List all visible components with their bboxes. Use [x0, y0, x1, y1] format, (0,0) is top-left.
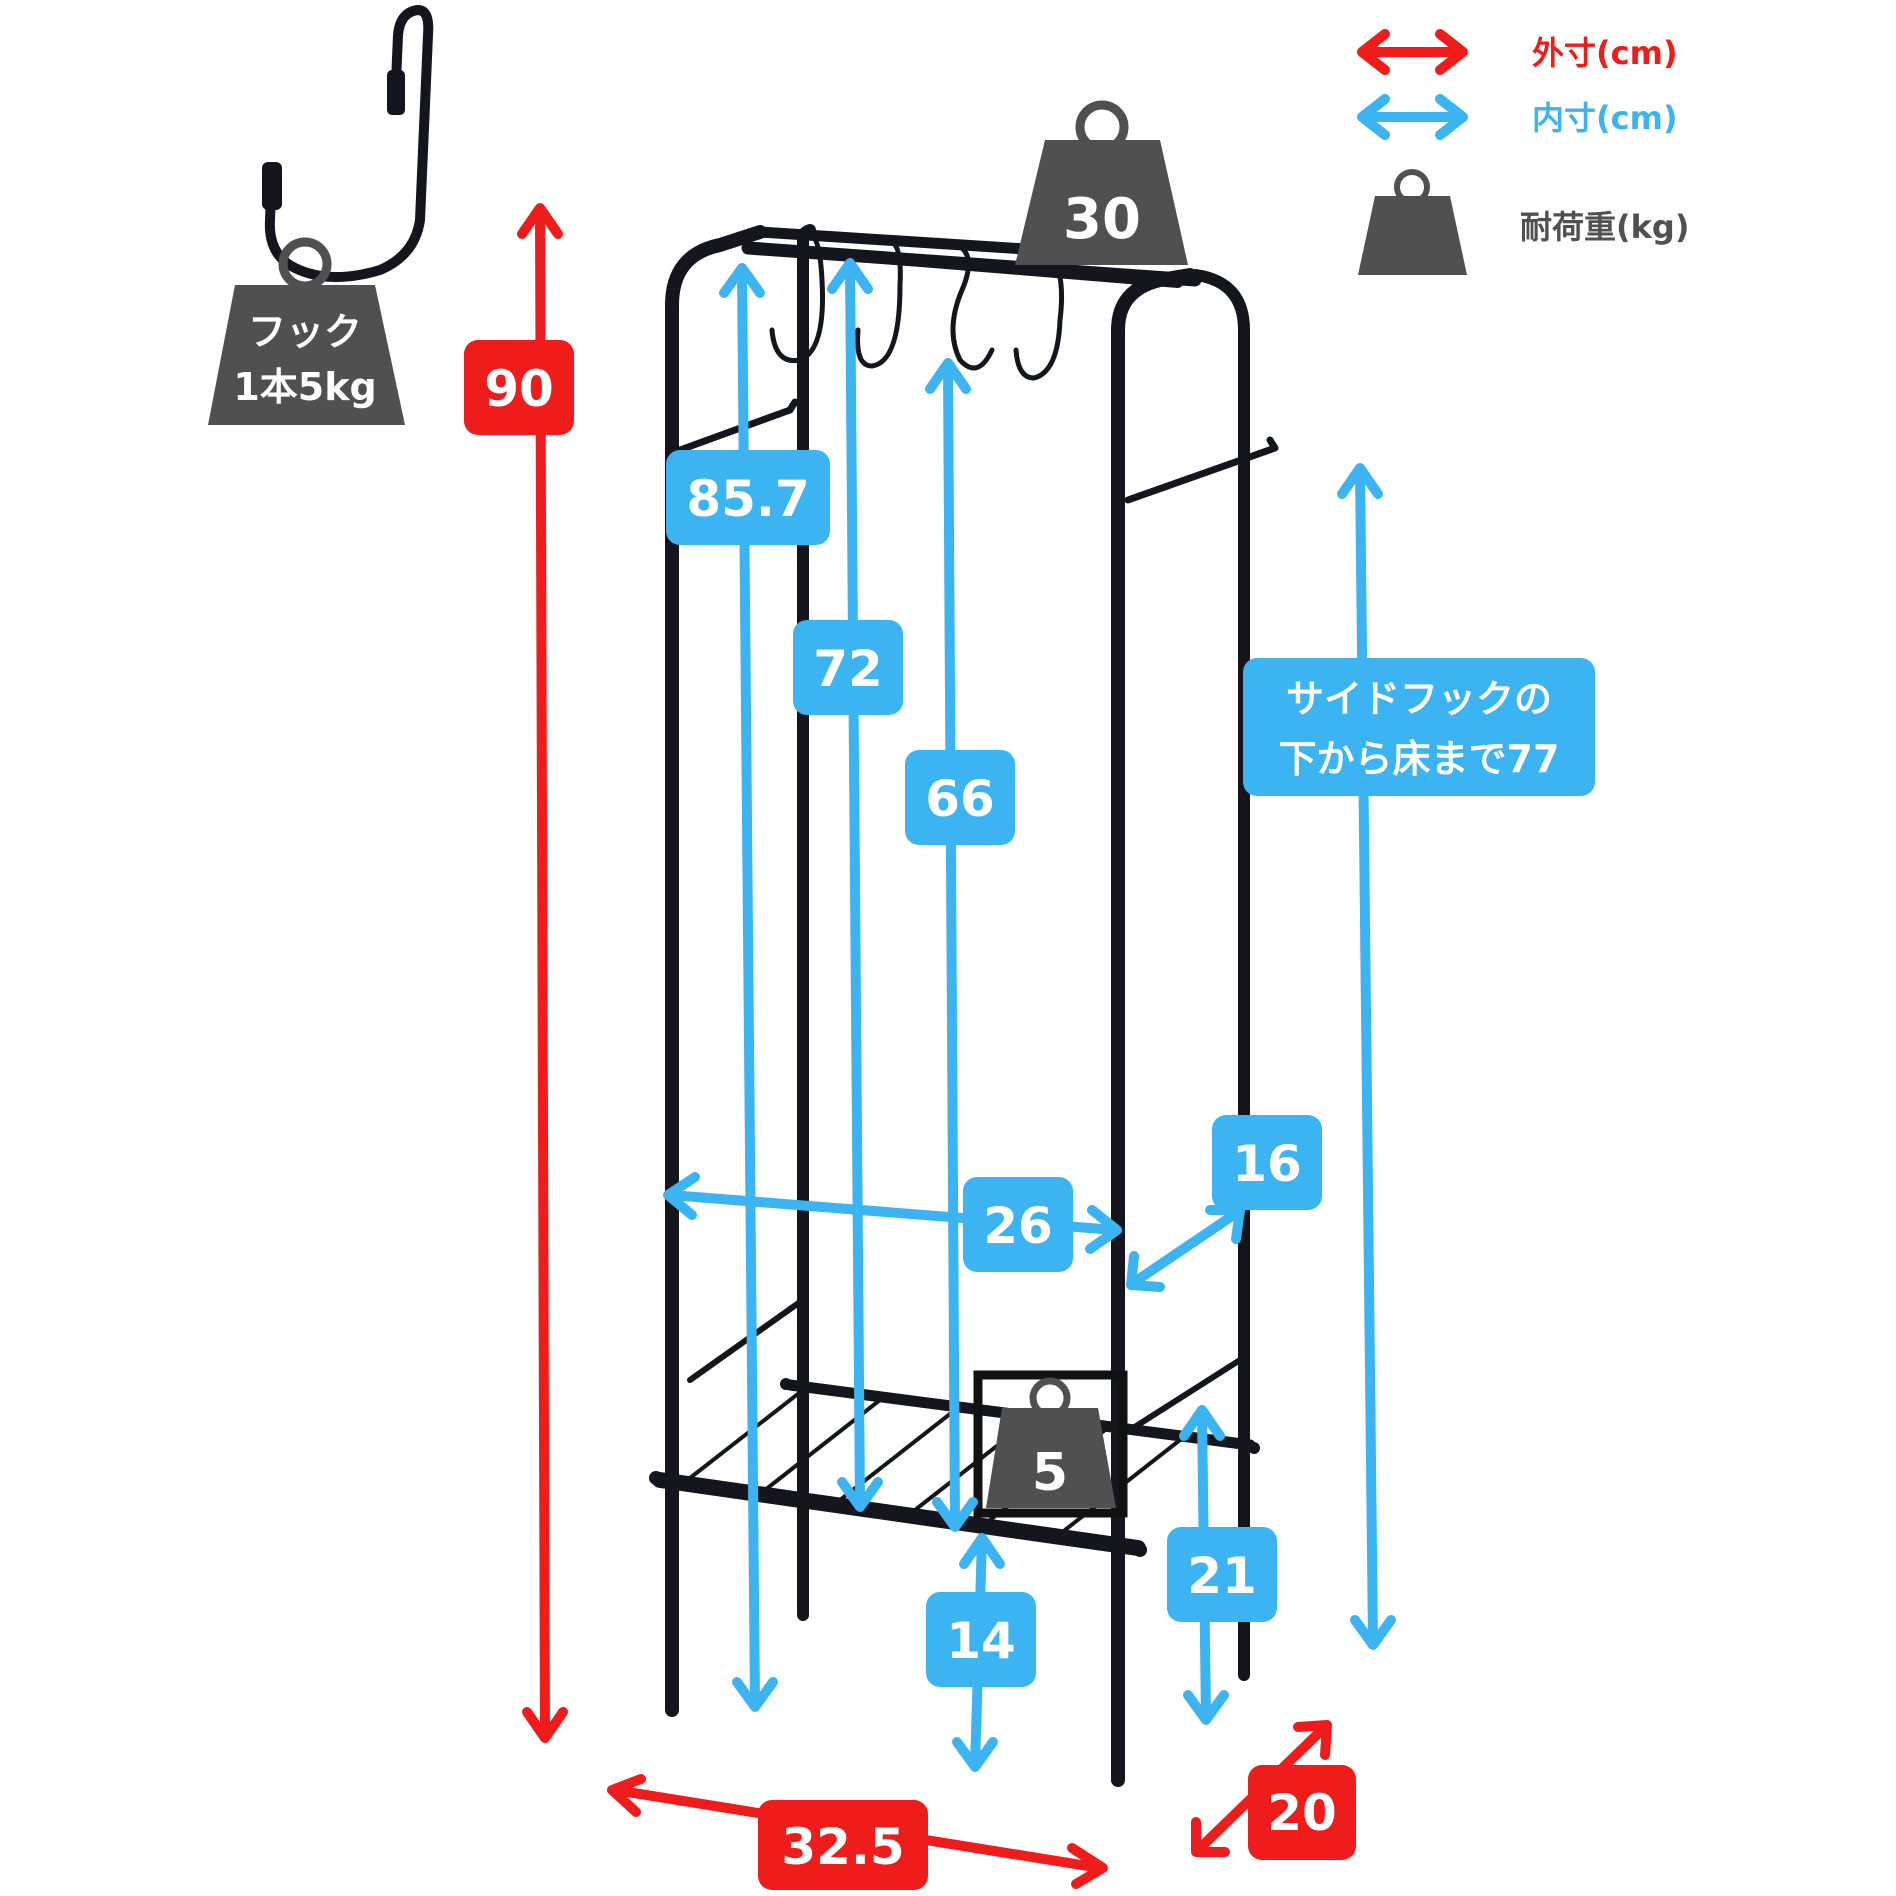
legend-inner-label: 内寸(cm) — [1532, 99, 1678, 137]
inner-side-hook-to-floor-dimension: サイドフックの 下から床まで77 — [1243, 463, 1595, 1650]
outer-depth-dimension: 20 — [1191, 1720, 1356, 1860]
inner-side-hook-note-line1: サイドフックの — [1286, 677, 1552, 721]
outer-height-value: 90 — [484, 360, 554, 418]
inner-width-value: 26 — [983, 1197, 1053, 1255]
inner-depth-dimension: 16 — [1126, 1115, 1322, 1292]
outer-height-dimension: 90 — [464, 203, 574, 1743]
inner-rail-to-floor-value: 85.7 — [686, 470, 809, 528]
legend-inner-arrow — [1357, 94, 1468, 140]
legend-load-label: 耐荷重(kg) — [1520, 208, 1689, 246]
inner-depth-value: 16 — [1232, 1135, 1302, 1193]
hook-badge-line2: 1本5kg — [233, 365, 376, 409]
outer-depth-value: 20 — [1267, 1784, 1337, 1842]
inner-shelf-to-floor-value: 14 — [946, 1612, 1016, 1670]
inner-lower-hook-to-shelf-value: 66 — [925, 770, 995, 828]
hook-load-badge: フック 1本5kg — [208, 237, 405, 425]
inner-rail-to-floor-dimension: 85.7 — [666, 263, 830, 1712]
top-load-value: 30 — [1063, 187, 1141, 252]
inner-top-hook-to-shelf-dimension: 72 — [793, 258, 903, 1512]
shelf-load-value: 5 — [1032, 1443, 1068, 1503]
inner-width-dimension: 26 — [663, 1172, 1122, 1272]
inner-lower-hook-to-shelf-dimension: 66 — [905, 358, 1015, 1532]
inner-shelf-to-floor-dimension: 14 — [926, 1533, 1036, 1772]
top-load-weight: 30 — [1015, 100, 1188, 265]
rack-frame — [649, 224, 1279, 1787]
hook-badge-line1: フック — [248, 310, 362, 354]
legend: 外寸(cm) 内寸(cm) 耐荷重(kg) — [1357, 29, 1689, 275]
legend-weight-icon — [1358, 169, 1467, 275]
s-hook-illustration — [262, 5, 434, 282]
inner-side-hook-note-line2: 下から床まで77 — [1279, 737, 1560, 781]
inner-top-hook-to-shelf-value: 72 — [813, 640, 883, 698]
inner-side-shelf-height-dimension: 21 — [1167, 1405, 1277, 1725]
inner-side-shelf-height-value: 21 — [1187, 1547, 1257, 1605]
shelf-load-weight: 5 — [973, 1370, 1128, 1518]
outer-width-dimension: 32.5 — [607, 1774, 1108, 1890]
outer-width-value: 32.5 — [781, 1818, 904, 1876]
legend-outer-arrow — [1357, 29, 1468, 75]
legend-outer-label: 外寸(cm) — [1532, 34, 1678, 72]
